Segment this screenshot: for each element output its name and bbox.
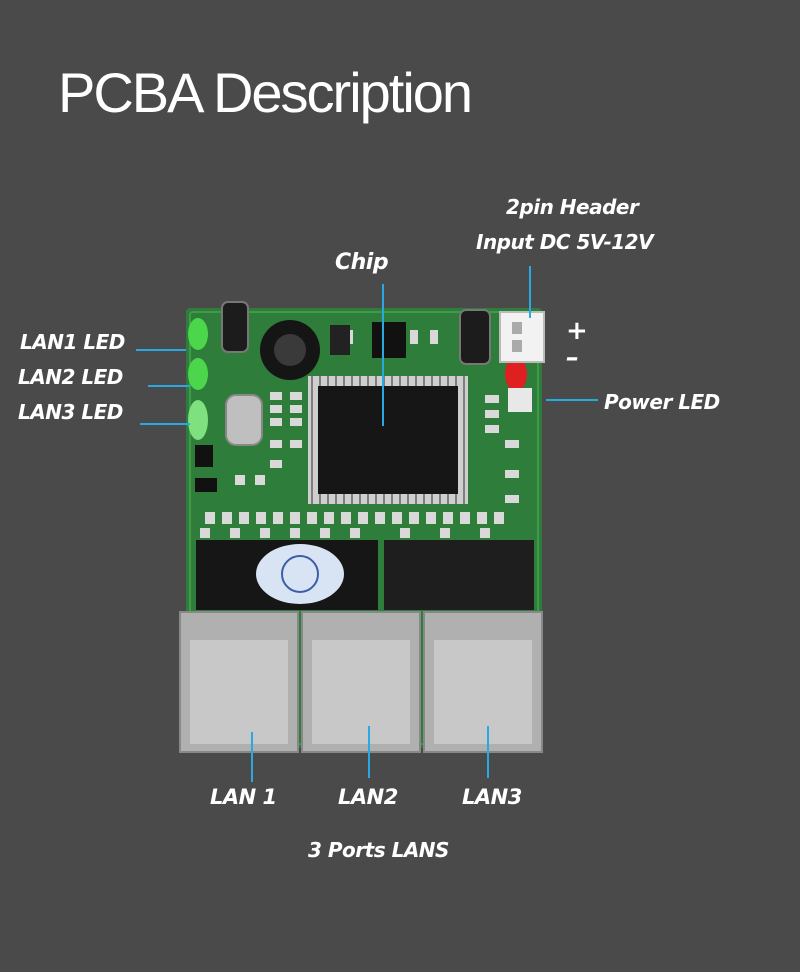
power-led-label: Power LED (604, 390, 720, 414)
chip-label: Chip (335, 250, 389, 275)
lan2-led-label: LAN2 LED (18, 365, 123, 389)
lan1-label: LAN 1 (210, 785, 277, 809)
lan3-label: LAN3 (462, 785, 522, 809)
header-label-line2: Input DC 5V-12V (476, 230, 654, 254)
capacitor-right (459, 309, 491, 365)
header-label-line1: 2pin Header (506, 195, 639, 219)
two-pin-header (499, 311, 545, 363)
lan1-led-label: LAN1 LED (20, 330, 125, 354)
led-lan2 (188, 358, 208, 390)
chip-body (318, 386, 458, 494)
capacitor-left (221, 301, 249, 353)
crystal (225, 394, 263, 446)
led-lan3 (188, 400, 208, 440)
smd-components (200, 330, 519, 538)
lan3-led-label: LAN3 LED (18, 400, 123, 424)
power-led (505, 357, 527, 391)
leader-lines (136, 266, 598, 782)
qc-pass-sticker (256, 544, 344, 604)
page-title: PCBA Description (58, 61, 473, 124)
transformer-2 (384, 540, 534, 610)
plus-label: + (566, 316, 588, 346)
lan2-label: LAN2 (338, 785, 398, 809)
minus-label: – (566, 343, 579, 373)
ports-caption: 3 Ports LANS (308, 838, 449, 862)
led-lan1 (188, 318, 208, 350)
